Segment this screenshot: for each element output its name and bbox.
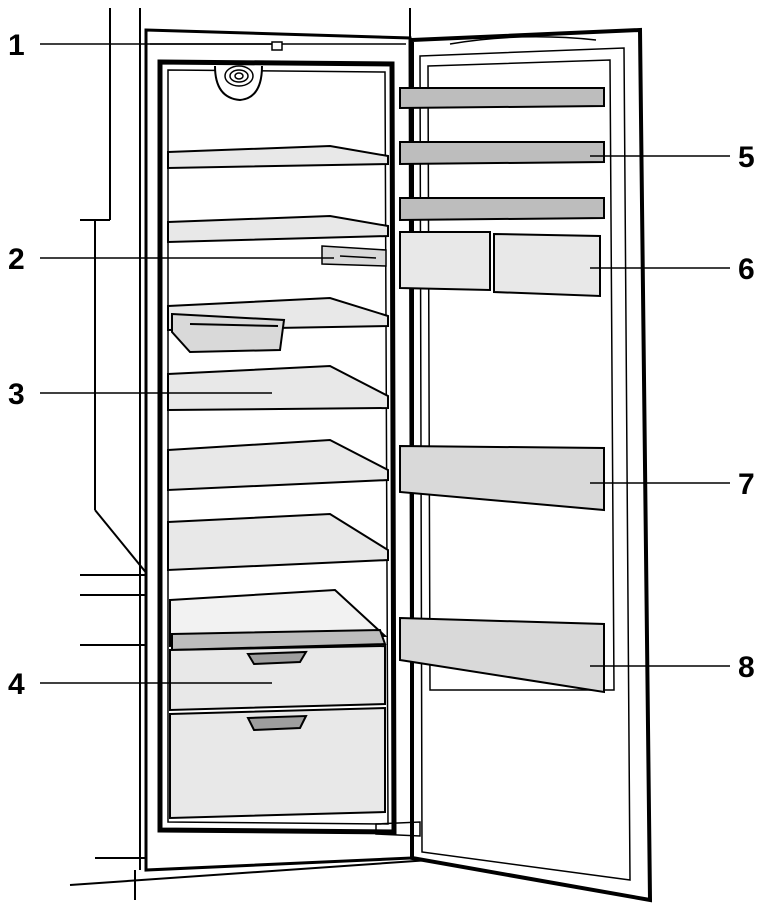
kitchen-cabinet	[69, 8, 431, 900]
door-rack-bottom	[399, 616, 605, 694]
drawer-upper	[169, 644, 386, 712]
door-shelf-2	[399, 141, 605, 166]
door-bin-left	[399, 231, 491, 292]
callout-7: 7	[738, 468, 755, 501]
drawer-grille	[171, 628, 387, 652]
drawer-lower	[169, 706, 386, 820]
callout-5: 5	[738, 141, 755, 174]
shelf-2	[167, 214, 389, 244]
shelf-1	[167, 144, 389, 170]
shelf-5	[167, 438, 389, 492]
callout-4: 4	[8, 668, 25, 701]
leader-lines	[40, 43, 730, 684]
callout-8: 8	[738, 651, 755, 684]
door-shelf-3	[399, 197, 605, 222]
callout-2: 2	[8, 243, 25, 276]
callout-1: 1	[8, 29, 25, 62]
door-racks	[399, 87, 605, 694]
shelf-4	[167, 364, 389, 412]
callout-6: 6	[738, 253, 755, 286]
control-panel	[321, 245, 387, 267]
shelf-6	[167, 512, 389, 572]
vegetable-drawers	[169, 588, 388, 820]
callout-3: 3	[8, 378, 25, 411]
chiller-drawer	[171, 312, 286, 354]
door-rack-middle	[399, 444, 605, 512]
door-shelf-1	[399, 87, 605, 110]
door-bin-right	[493, 232, 601, 298]
